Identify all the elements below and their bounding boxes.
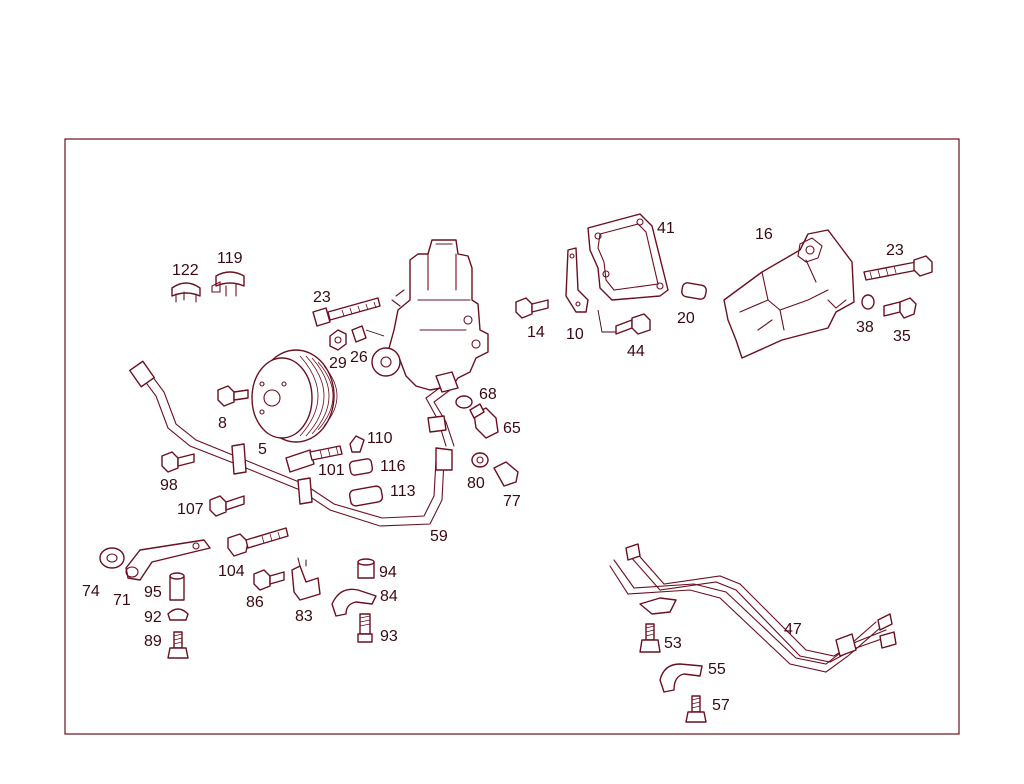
callout-55: 55	[708, 661, 726, 678]
part-94-sleeve[interactable]	[357, 558, 375, 579]
callout-16: 16	[755, 226, 773, 243]
callout-59: 59	[430, 528, 448, 545]
callout-26: 26	[350, 349, 368, 366]
part-110-clip[interactable]	[349, 435, 365, 453]
callout-83: 83	[295, 608, 313, 625]
part-53-bolt[interactable]	[639, 623, 661, 653]
part-5-return-hose[interactable]	[129, 360, 453, 527]
callout-80: 80	[467, 475, 485, 492]
part-power-steering-pump[interactable]	[371, 239, 489, 391]
callout-41: 41	[657, 220, 675, 237]
part-26-washer[interactable]	[351, 325, 367, 343]
part-95-spacer[interactable]	[169, 572, 185, 601]
callout-53: 53	[664, 635, 682, 652]
part-16-bracket[interactable]	[723, 229, 855, 359]
part-38-washer[interactable]	[861, 294, 875, 310]
callout-8: 8	[218, 415, 227, 432]
part-47-pipe-assembly[interactable]	[609, 543, 897, 673]
callout-23-right: 23	[886, 242, 904, 259]
callout-107: 107	[177, 501, 204, 518]
callout-116: 116	[380, 458, 406, 475]
leader-26	[365, 329, 385, 337]
callout-84: 84	[380, 588, 398, 605]
callout-35: 35	[893, 328, 911, 345]
callout-20: 20	[677, 310, 695, 327]
part-84-clamp[interactable]	[331, 588, 377, 617]
leader-10	[597, 309, 616, 333]
part-35-bolt[interactable]	[883, 297, 917, 319]
callout-93: 93	[380, 628, 398, 645]
callout-5: 5	[258, 441, 267, 458]
part-65-banjo-bolt[interactable]	[469, 403, 499, 439]
part-29-nut[interactable]	[329, 329, 347, 351]
part-44-bolt[interactable]	[615, 313, 651, 335]
callout-10: 10	[566, 326, 584, 343]
part-119-clamp[interactable]	[211, 271, 245, 297]
callout-77: 77	[503, 493, 521, 510]
callout-94: 94	[379, 564, 397, 581]
callout-71: 71	[113, 592, 131, 609]
part-92-clip[interactable]	[167, 608, 189, 621]
callout-86: 86	[246, 594, 264, 611]
part-93-bolt[interactable]	[357, 613, 373, 643]
part-pressure-line[interactable]	[425, 371, 459, 447]
callout-119: 119	[217, 250, 243, 267]
callout-95: 95	[144, 584, 162, 601]
part-104-bolt[interactable]	[227, 527, 289, 557]
callout-89: 89	[144, 633, 162, 650]
callout-23: 23	[313, 289, 331, 306]
callout-101: 101	[318, 462, 345, 479]
part-86-bolt[interactable]	[253, 569, 285, 591]
part-80-washer[interactable]	[471, 452, 489, 468]
callout-65: 65	[503, 420, 521, 437]
part-57-bolt[interactable]	[685, 695, 707, 723]
part-77-plug[interactable]	[493, 461, 519, 487]
callout-110: 110	[367, 430, 393, 447]
part-83-clamp[interactable]	[291, 557, 321, 601]
callout-113: 113	[390, 483, 416, 500]
part-23-bolt[interactable]	[312, 297, 381, 327]
callout-122: 122	[172, 262, 199, 279]
part-101-stud[interactable]	[285, 445, 343, 473]
diagram-border	[64, 138, 960, 735]
callout-98: 98	[160, 477, 178, 494]
part-68-seal[interactable]	[455, 395, 473, 409]
part-41-gasket[interactable]	[587, 213, 669, 301]
part-pulley[interactable]	[251, 349, 338, 443]
callout-14: 14	[527, 324, 545, 341]
part-113-sleeve[interactable]	[348, 485, 384, 507]
callout-47: 47	[784, 621, 802, 638]
part-23-bolt-right[interactable]	[863, 255, 933, 281]
part-10-bracket[interactable]	[565, 247, 589, 313]
part-98-bolt[interactable]	[161, 451, 195, 473]
part-116-sleeve[interactable]	[348, 458, 374, 476]
part-8-bolt[interactable]	[217, 385, 249, 407]
part-74-grommet[interactable]	[99, 547, 125, 569]
part-14-bolt[interactable]	[515, 297, 549, 319]
callout-74: 74	[82, 583, 100, 600]
part-71-bracket[interactable]	[125, 539, 211, 581]
callout-29: 29	[329, 355, 347, 372]
part-122-hose-clamp[interactable]	[171, 282, 201, 303]
part-20-sleeve[interactable]	[681, 282, 707, 300]
callout-44: 44	[627, 343, 645, 360]
callout-92: 92	[144, 609, 162, 626]
callout-68: 68	[479, 386, 497, 403]
part-89-bolt[interactable]	[167, 631, 189, 659]
callout-38: 38	[856, 319, 874, 336]
part-107-bolt[interactable]	[209, 495, 245, 517]
callout-104: 104	[218, 563, 245, 580]
callout-57: 57	[712, 697, 730, 714]
part-55-clamp[interactable]	[659, 663, 703, 693]
